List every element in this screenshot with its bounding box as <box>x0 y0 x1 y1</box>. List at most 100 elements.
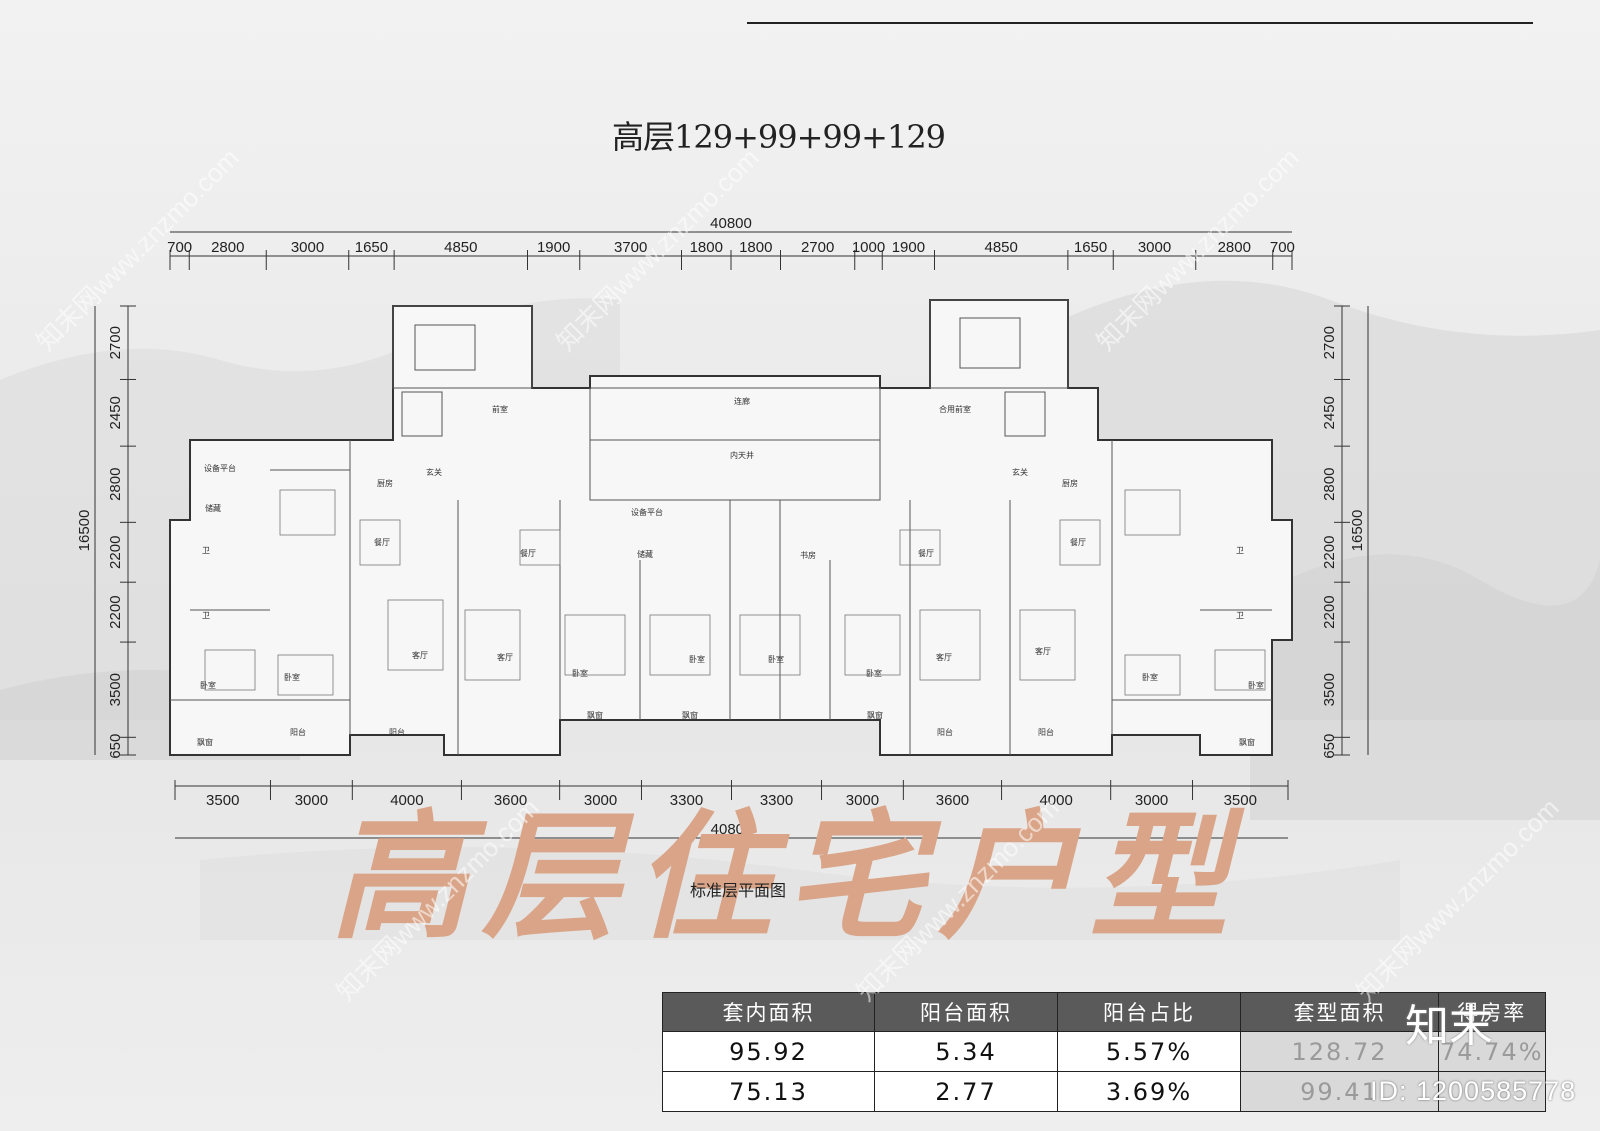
room-label: 客厅 <box>497 652 513 662</box>
room-label: 餐厅 <box>374 538 390 547</box>
dimension-label: 3000 <box>291 239 324 256</box>
table-cell: 5.34 <box>874 1031 1058 1072</box>
plan-label: 标准层平面图 <box>690 881 787 900</box>
dimension-label: 1650 <box>1074 239 1107 256</box>
building-walls <box>169 299 1293 756</box>
watermark-logo: 知末 <box>1405 1001 1493 1052</box>
table-cell: 75.13 <box>662 1071 875 1112</box>
room-label: 卫 <box>202 546 210 555</box>
room-label: 客厅 <box>412 650 428 660</box>
room-label: 设备平台 <box>631 507 663 517</box>
room-label: 飘窗 <box>587 710 603 720</box>
room-label: 卧室 <box>1248 680 1264 690</box>
dimension-label: 2700 <box>801 239 834 256</box>
room-label: 玄关 <box>426 467 442 477</box>
dimension-label: 2700 <box>1321 326 1338 359</box>
room-label: 卫 <box>1236 546 1244 555</box>
room-label: 卧室 <box>284 672 300 682</box>
room-label: 内天井 <box>730 450 754 460</box>
dimension-label: 2200 <box>1321 595 1338 628</box>
dimension-label: 3300 <box>760 792 793 809</box>
dimension-total: 16500 <box>76 510 93 552</box>
calligraphy-title: 高层住宅户型 <box>330 795 1245 955</box>
top-rule <box>747 22 1533 24</box>
area-table: 套内面积 阳台面积 阳台占比 套型面积 得房率 95.92 5.34 5.57%… <box>662 992 1546 1112</box>
dimension-label: 4850 <box>444 239 477 256</box>
table-header-row: 套内面积 阳台面积 阳台占比 套型面积 得房率 <box>662 992 1546 1032</box>
table-cell <box>1438 1071 1546 1112</box>
room-label: 飘窗 <box>197 737 213 747</box>
table-cell: 128.72 <box>1240 1031 1439 1072</box>
dimension-label: 3500 <box>1224 792 1257 809</box>
dimension-label: 650 <box>1321 734 1338 759</box>
table-cell: 74.74% <box>1438 1031 1546 1072</box>
room-label: 卧室 <box>1142 672 1158 682</box>
room-label: 卧室 <box>689 654 705 664</box>
dimension-label: 3500 <box>1321 673 1338 706</box>
room-label: 卧室 <box>866 668 882 678</box>
page-title: 高层129+99+99+129 <box>612 118 946 156</box>
dimension-label: 3000 <box>846 792 879 809</box>
dimension-label: 1650 <box>355 239 388 256</box>
room-label: 飘窗 <box>1239 737 1255 747</box>
room-label: 卧室 <box>572 668 588 678</box>
dimension-label: 2700 <box>107 326 124 359</box>
room-label: 合用前室 <box>939 404 971 414</box>
table-cell: 95.92 <box>662 1031 875 1072</box>
room-label: 前室 <box>492 404 508 414</box>
watermark-image-id: ID: 1200585778 <box>1370 1076 1577 1106</box>
dimension-label: 2200 <box>1321 536 1338 569</box>
dimension-label: 3500 <box>107 673 124 706</box>
dimension-label: 3000 <box>295 792 328 809</box>
header-cell: 阳台面积 <box>874 992 1058 1032</box>
room-label: 阳台 <box>389 727 405 737</box>
dimension-label: 3600 <box>936 792 969 809</box>
room-label: 餐厅 <box>1070 538 1086 547</box>
dimension-label: 4850 <box>985 239 1018 256</box>
room-label: 连廊 <box>734 396 750 406</box>
room-label: 书房 <box>800 550 816 560</box>
room-label: 客厅 <box>936 652 952 662</box>
dimension-label: 650 <box>107 734 124 759</box>
table-cell: 2.77 <box>874 1071 1058 1112</box>
dimension-label: 2800 <box>1218 239 1251 256</box>
table-cell: 3.69% <box>1057 1071 1241 1112</box>
dimension-label: 4000 <box>390 792 423 809</box>
header-cell: 套内面积 <box>662 992 875 1032</box>
room-label: 厨房 <box>1062 478 1078 488</box>
room-label: 飘窗 <box>867 710 883 720</box>
dimension-label: 1000 <box>852 239 885 256</box>
room-label: 客厅 <box>1035 646 1051 656</box>
dimension-total: 40800 <box>711 821 753 838</box>
dimension-label: 3000 <box>584 792 617 809</box>
room-label: 设备平台 <box>204 463 236 473</box>
table-cell: 99.41 <box>1240 1071 1439 1112</box>
calligraphy-text: 高层住宅户型 <box>330 795 1245 955</box>
room-label: 阳台 <box>290 727 306 737</box>
room-label: 卫 <box>202 611 210 620</box>
room-label: 卧室 <box>200 680 216 690</box>
room-label: 阳台 <box>1038 727 1054 737</box>
dimension-label: 3500 <box>206 792 239 809</box>
dimension-label: 700 <box>1270 239 1295 256</box>
dimension-label: 4000 <box>1039 792 1072 809</box>
dimension-label: 2200 <box>107 595 124 628</box>
room-label: 阳台 <box>937 727 953 737</box>
dimension-label: 700 <box>167 239 192 256</box>
table-cell: 5.57% <box>1057 1031 1241 1072</box>
dimension-label: 1800 <box>739 239 772 256</box>
room-label: 厨房 <box>377 478 393 488</box>
dimension-label: 3600 <box>494 792 527 809</box>
dimension-label: 2800 <box>211 239 244 256</box>
room-label: 餐厅 <box>918 549 934 558</box>
header-cell: 得房率 <box>1438 992 1546 1032</box>
dimension-label: 2200 <box>107 536 124 569</box>
room-label: 玄关 <box>1012 467 1028 477</box>
dimension-label: 1900 <box>537 239 570 256</box>
table-row: 75.13 2.77 3.69% 99.41 <box>662 1071 1546 1112</box>
